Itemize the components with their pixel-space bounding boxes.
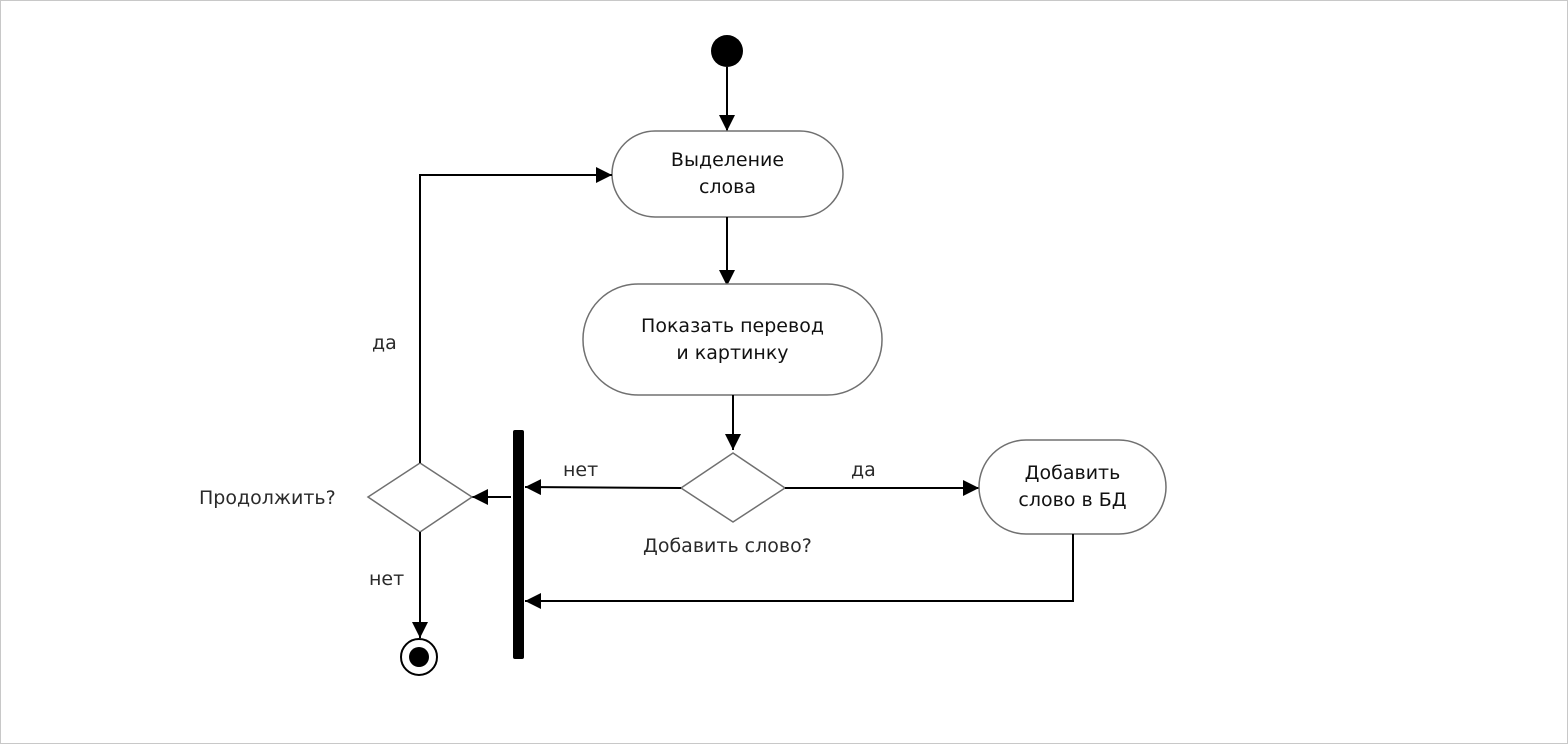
decision-add-word bbox=[679, 452, 787, 523]
edge-add-no-label: нет bbox=[563, 459, 599, 481]
edge-continue-no-label: нет bbox=[369, 568, 405, 590]
action-show-translation-text: Показать перевод и картинку bbox=[583, 284, 882, 395]
edge-decision-no bbox=[524, 479, 682, 496]
edge-continue-yes-label: да bbox=[372, 332, 397, 354]
show-translation-line2: и картинку bbox=[676, 341, 789, 364]
action-add-to-db-text: Добавить слово в БД bbox=[979, 440, 1166, 534]
decision-add-word-label: Добавить слово? bbox=[643, 535, 812, 557]
decision-continue bbox=[366, 462, 474, 533]
select-word-line1: Выделение bbox=[670, 149, 785, 171]
show-translation-line1: Показать перевод bbox=[641, 314, 824, 337]
edge-add-yes-label: да bbox=[851, 459, 876, 481]
merge-bar bbox=[513, 430, 524, 659]
add-to-db-line1: Добавить bbox=[1024, 462, 1121, 484]
initial-node bbox=[711, 35, 743, 67]
add-to-db-line2: слово в БД bbox=[1018, 489, 1127, 511]
final-node-dot bbox=[409, 647, 429, 667]
decision-continue-label: Продолжить? bbox=[199, 487, 336, 509]
action-select-word-text: Выделение слова bbox=[612, 131, 843, 217]
edge-continue-yes bbox=[419, 167, 612, 463]
edge-db-to-bar bbox=[525, 534, 1074, 609]
select-word-line2: слова bbox=[698, 176, 757, 198]
